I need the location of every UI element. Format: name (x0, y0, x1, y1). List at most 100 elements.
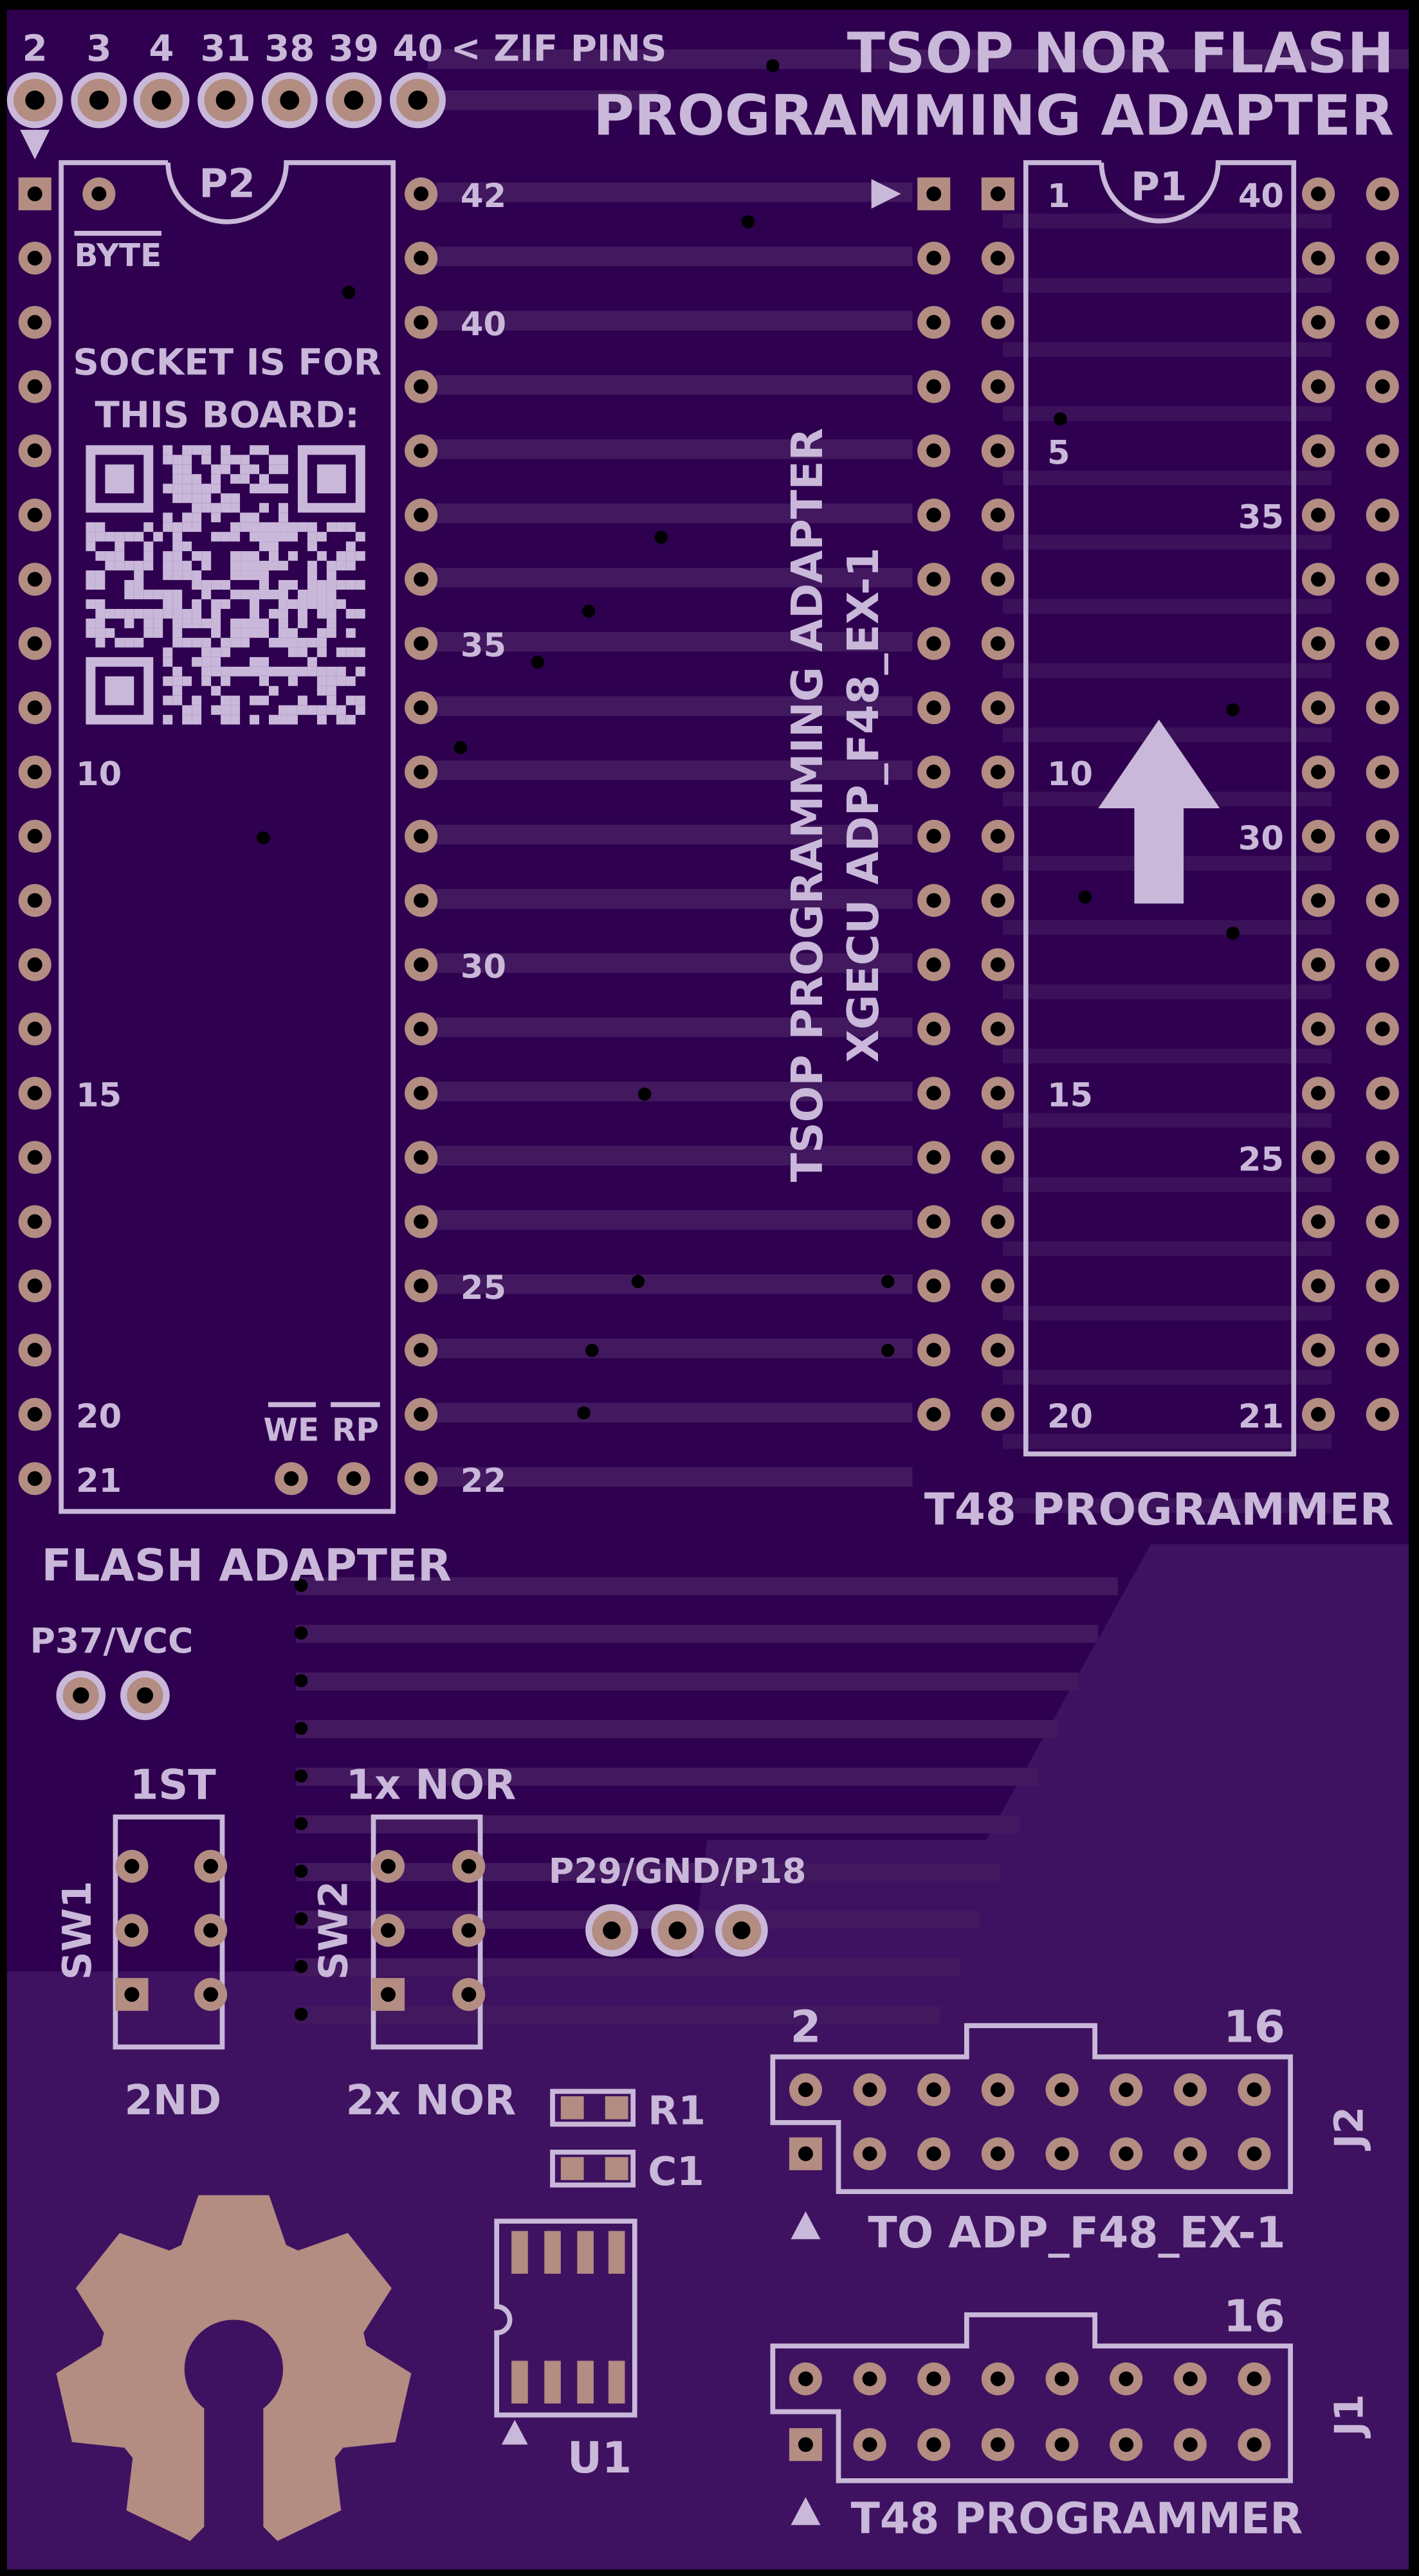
qr-module (201, 676, 212, 686)
drill-hole (926, 636, 942, 651)
trace (1003, 341, 1332, 357)
smd-pad (511, 2231, 528, 2274)
via (294, 1864, 308, 1878)
qr-module (163, 714, 173, 725)
qr-module (297, 590, 307, 599)
drill-hole (1375, 1406, 1390, 1422)
qr-module (143, 618, 154, 628)
qr-module (134, 561, 144, 571)
p1-pin-number: 15 (1047, 1076, 1093, 1114)
drill-hole (414, 893, 429, 908)
drill-hole (1375, 443, 1390, 458)
p1-pin-number: 21 (1238, 1398, 1284, 1436)
drill-hole (990, 893, 1005, 908)
drill-hole (1375, 186, 1390, 201)
qr-module (345, 695, 356, 705)
p29-gnd-p18-label: P29/GND/P18 (549, 1851, 807, 1891)
qr-module (316, 714, 327, 725)
qr-module (278, 637, 288, 648)
qr-module (355, 695, 365, 705)
qr-module (143, 522, 154, 532)
qr-module (95, 628, 105, 638)
drill-hole (926, 1343, 942, 1358)
qr-module (211, 503, 221, 513)
flash-adapter-caption: FLASH ADAPTER (41, 1540, 452, 1592)
qr-module (163, 695, 173, 705)
drill-hole (1247, 2082, 1262, 2098)
qr-module (124, 590, 134, 599)
qr-code[interactable] (86, 445, 365, 728)
j1-pin1-marker-icon (791, 2497, 821, 2525)
qr-module (192, 637, 202, 648)
qr-module (163, 599, 173, 609)
p1-pin-number: 20 (1047, 1398, 1093, 1436)
qr-module (153, 618, 163, 628)
qr-module (201, 493, 212, 503)
qr-module (316, 580, 327, 590)
qr-module (316, 532, 327, 542)
drill-hole (1311, 893, 1326, 908)
qr-module (250, 484, 260, 494)
qr-module (250, 608, 260, 619)
qr-module (288, 551, 298, 561)
qr-module (114, 532, 125, 542)
trace (1003, 920, 1332, 935)
qr-module (307, 580, 317, 590)
qr-module (86, 541, 96, 552)
drill-hole (926, 2437, 942, 2453)
qr-module (153, 590, 163, 599)
center-text-line2: XGECU ADP_F48_EX-1 (838, 547, 888, 1062)
zif-pin-label: 40 (392, 28, 443, 70)
qr-module (230, 695, 241, 705)
via (766, 59, 780, 73)
drill-hole (990, 1085, 1005, 1101)
drill-hole (1375, 379, 1390, 394)
qr-module (211, 647, 221, 657)
drill-hole (1375, 314, 1390, 330)
drill-hole (461, 1923, 477, 1938)
qr-module (345, 551, 356, 561)
qr-module (268, 561, 279, 571)
drill-hole (862, 2437, 877, 2453)
drill-hole (89, 90, 109, 110)
trace (1003, 599, 1332, 614)
qr-module (240, 464, 250, 475)
qr-module (114, 637, 125, 648)
trace (1003, 1177, 1332, 1192)
qr-module (95, 580, 105, 590)
qr-module (336, 647, 346, 657)
drill-hole (414, 572, 429, 587)
qr-module (221, 676, 231, 686)
qr-module (163, 561, 173, 571)
sw1-bottom-label: 2ND (124, 2077, 221, 2125)
qr-module (307, 561, 317, 571)
qr-module (192, 695, 202, 705)
p2-pin-number: 10 (76, 756, 122, 794)
drill-hole (414, 1150, 429, 1165)
drill-hole (926, 893, 942, 908)
drill-hole (1375, 636, 1390, 651)
qr-module (211, 599, 221, 609)
drill-hole (27, 250, 42, 266)
drill-hole (1311, 314, 1326, 330)
trace (427, 49, 1409, 69)
vias (257, 59, 1240, 2021)
qr-module (172, 541, 183, 552)
drill-hole (1311, 186, 1326, 201)
qr-module (163, 657, 173, 667)
qr-module (240, 666, 250, 676)
via (294, 1912, 308, 1926)
drill-hole (603, 1921, 621, 1939)
qr-module (307, 590, 317, 599)
qr-module (182, 570, 192, 581)
zif-pin-label: 2 (23, 28, 48, 70)
drill-hole (124, 1923, 140, 1938)
qr-module (326, 522, 336, 532)
drill-hole (414, 186, 429, 201)
qr-module (211, 666, 221, 676)
qr-module (182, 493, 192, 503)
drill-hole (926, 314, 942, 330)
qr-module (95, 637, 105, 648)
qr-module (211, 532, 221, 542)
